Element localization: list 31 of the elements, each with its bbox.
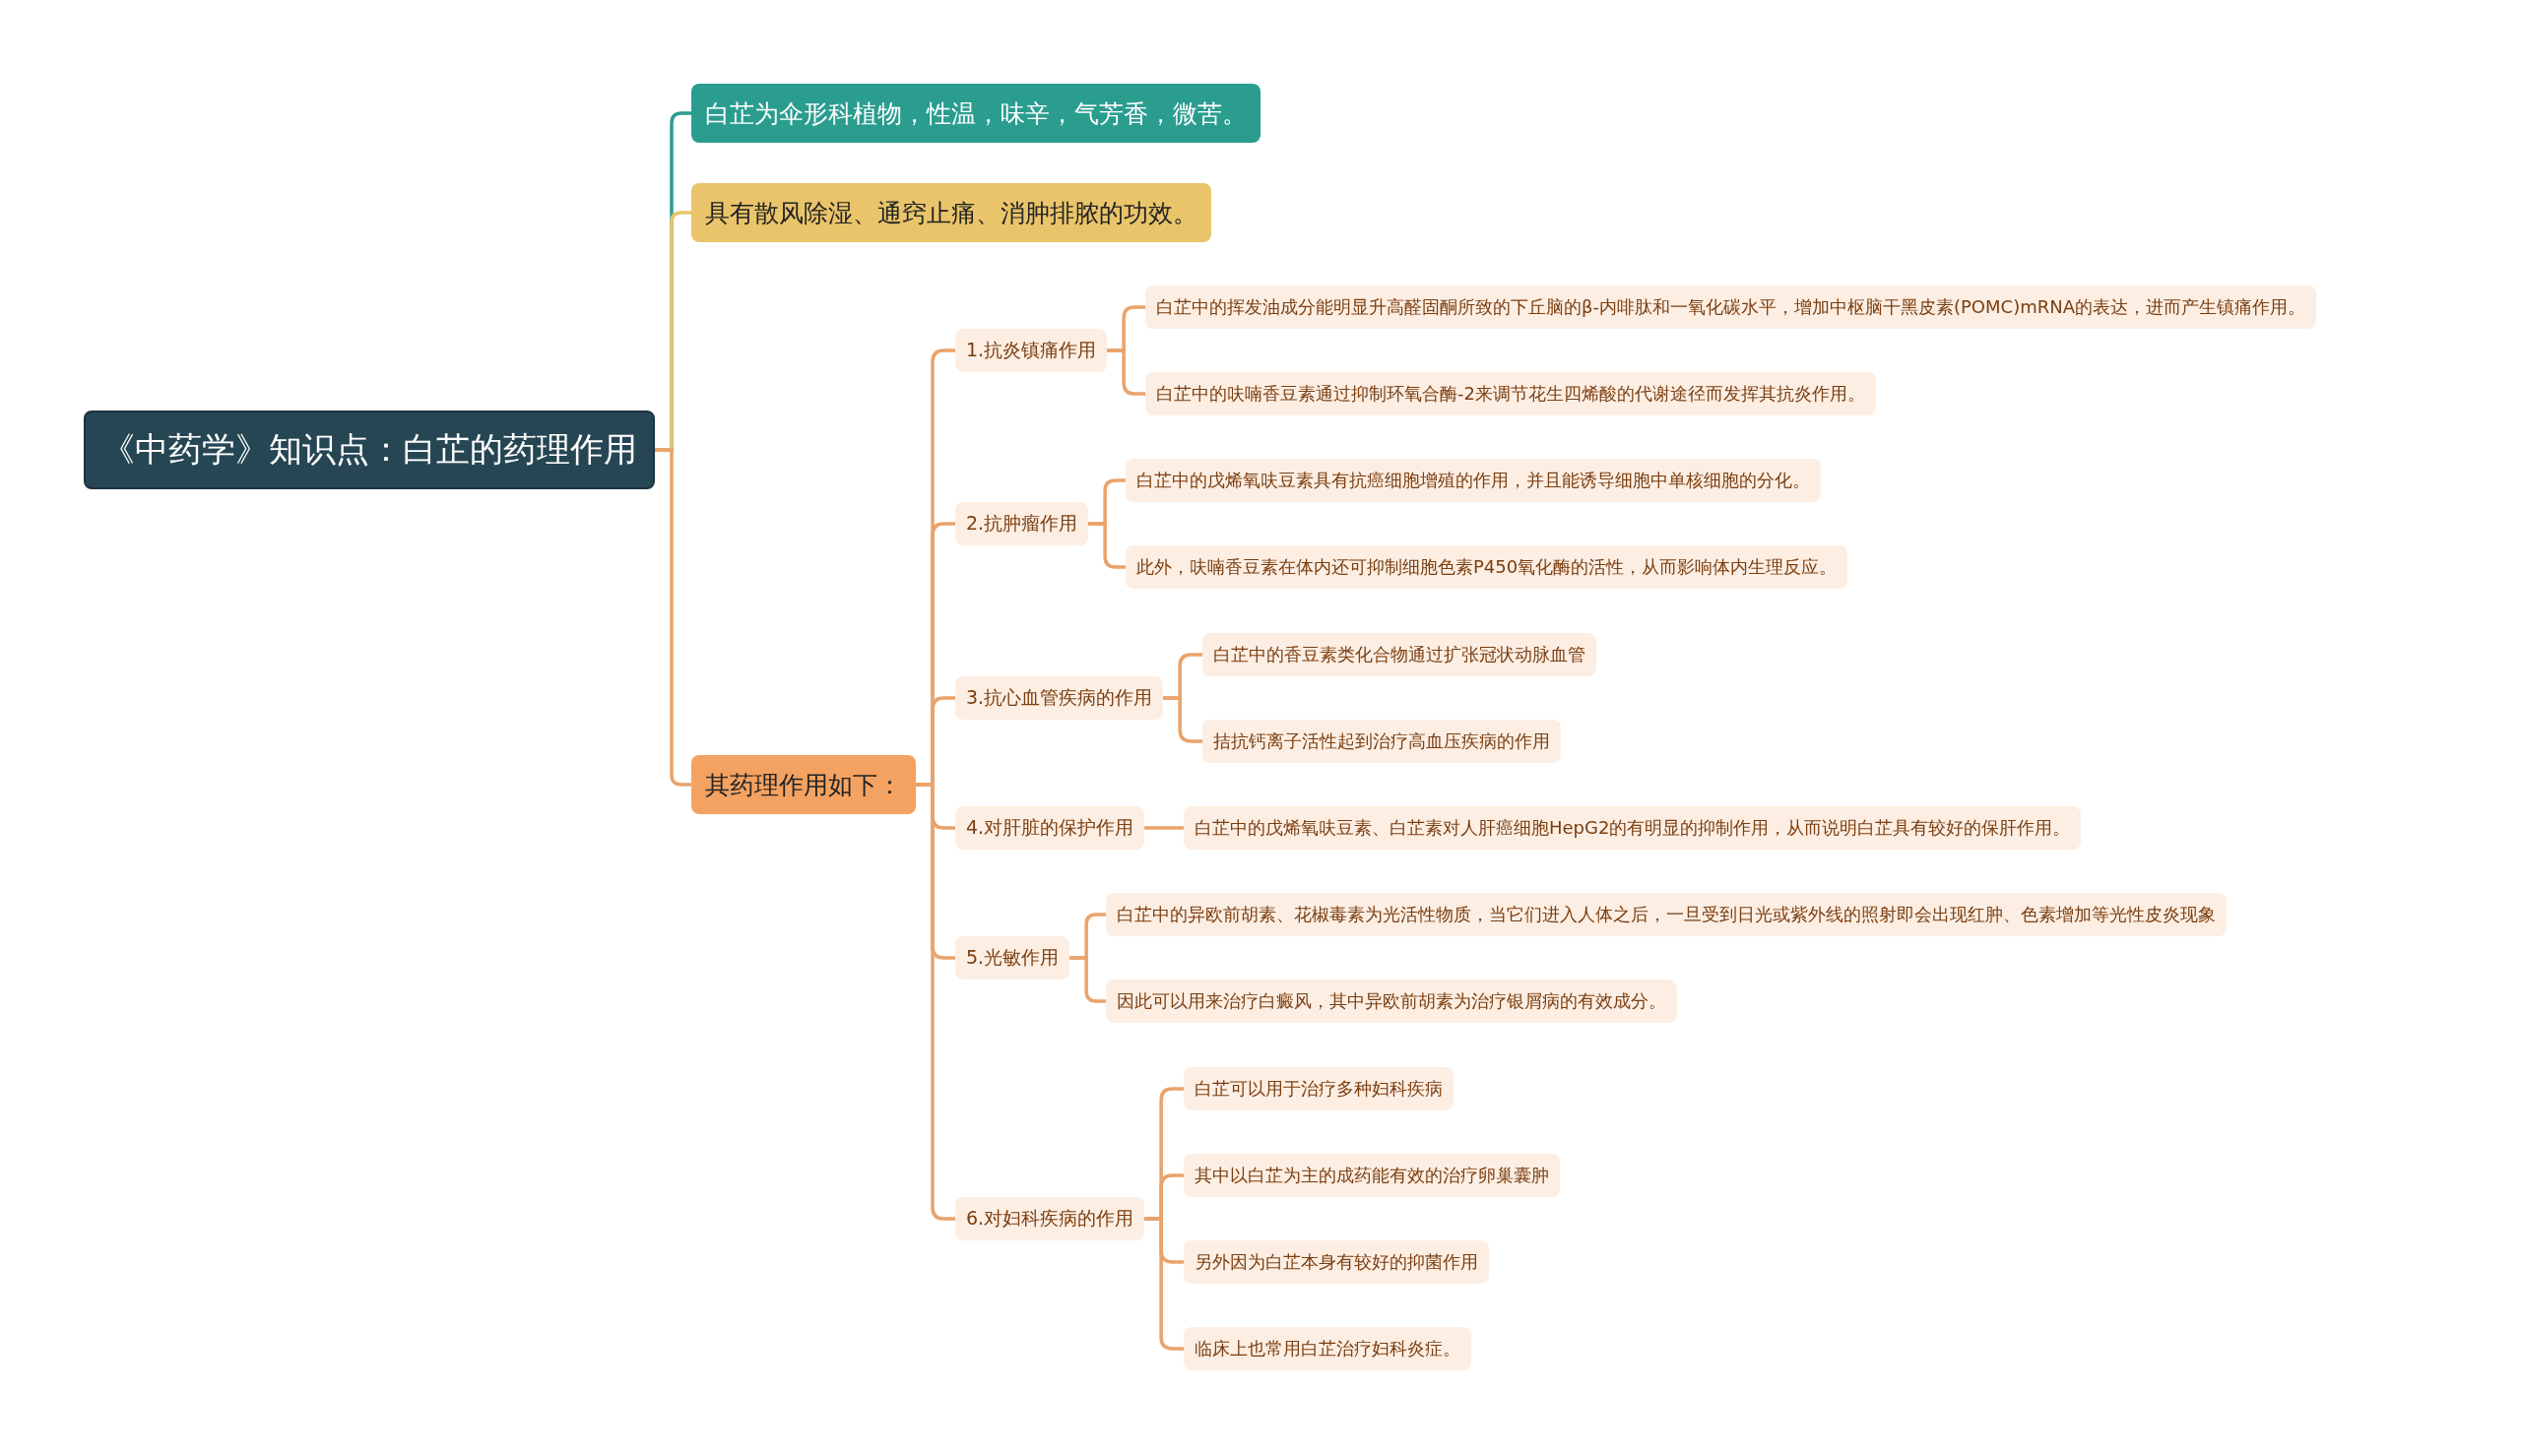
detail-box: 临床上也常用白芷治疗妇科炎症。 <box>1184 1327 1471 1370</box>
detail-box: 另外因为白芷本身有较好的抑菌作用 <box>1184 1240 1489 1284</box>
subtopic-box: 2.抗肿瘤作用 <box>955 502 1089 545</box>
connector-line <box>916 783 955 1221</box>
connector-line <box>1144 826 1184 830</box>
detail-box: 因此可以用来治疗白癜风，其中异欧前胡素为治疗银屑病的有效成分。 <box>1106 980 1677 1023</box>
subtopic-box: 5.光敏作用 <box>955 936 1070 980</box>
detail-box: 其中以白芷为主的成药能有效的治疗卵巢囊肿 <box>1184 1154 1560 1197</box>
topic-box: 具有散风除湿、通窍止痛、消肿排脓的功效。 <box>691 183 1211 242</box>
connector-line <box>1107 348 1145 396</box>
topic-box: 其药理作用如下： <box>691 755 916 814</box>
detail-box: 白芷中的挥发油成分能明显升高醛固酮所致的下丘脑的β-内啡肽和一氧化碳水平，增加中枢脑干黑皮素(POMC)mRNA的表达，进而产生镇痛作用。 <box>1145 285 2316 329</box>
detail-box: 白芷中的戊烯氧呋豆素、白芷素对人肝癌细胞HepG2的有明显的抑制作用，从而说明白芷具有较好的保肝作用。 <box>1184 806 2082 850</box>
subtopic-box: 6.对妇科疾病的作用 <box>955 1197 1145 1240</box>
connector-line <box>1144 1217 1184 1351</box>
connector-line <box>1163 696 1202 743</box>
detail-box: 白芷中的呋喃香豆素通过抑制环氧合酶-2来调节花生四烯酸的代谢途径而发挥其抗炎作用。 <box>1145 372 1876 415</box>
detail-box: 拮抗钙离子活性起到治疗高血压疾病的作用 <box>1202 720 1561 763</box>
detail-box: 此外，呋喃香豆素在体内还可抑制细胞色素P450氧化酶的活性，从而影响体内生理反应。 <box>1126 545 1848 589</box>
detail-box: 白芷中的香豆素类化合物通过扩张冠状动脉血管 <box>1202 633 1596 676</box>
title-box: 《中药学》知识点：白芷的药理作用 <box>84 411 655 489</box>
subtopic-box: 3.抗心血管疾病的作用 <box>955 676 1164 720</box>
topic-box: 白芷为伞形科植物，性温，味辛，气芳香，微苦。 <box>691 84 1260 143</box>
detail-box: 白芷中的戊烯氧呋豆素具有抗癌细胞增殖的作用，并且能诱导细胞中单核细胞的分化。 <box>1126 459 1821 502</box>
connector-line <box>1069 956 1106 1003</box>
connector-line <box>655 448 691 787</box>
detail-box: 白芷中的异欧前胡素、花椒毒素为光活性物质，当它们进入人体之后，一旦受到日光或紫外线的照射即会出现红肿、色素增加等光性皮炎现象 <box>1106 893 2227 936</box>
connector-line <box>1088 522 1126 569</box>
subtopic-box: 4.对肝脏的保护作用 <box>955 806 1145 850</box>
subtopic-box: 1.抗炎镇痛作用 <box>955 329 1108 372</box>
detail-box: 白芷可以用于治疗多种妇科疾病 <box>1184 1067 1454 1110</box>
